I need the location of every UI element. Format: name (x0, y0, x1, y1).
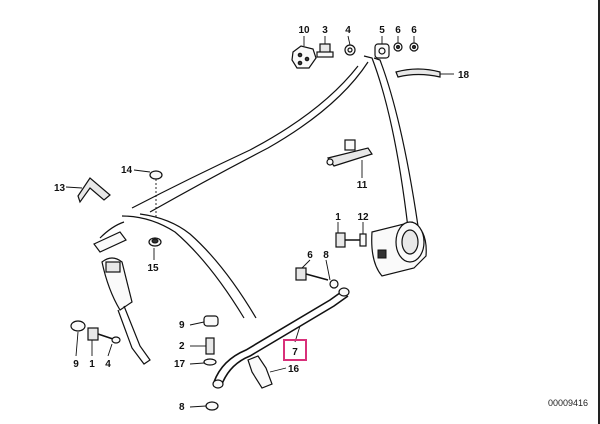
part-label-2[interactable]: 2 (179, 341, 185, 352)
anchor-bushing[interactable] (203, 315, 219, 327)
trim-bracket[interactable] (77, 177, 111, 204)
part-label-9[interactable]: 9 (179, 320, 185, 331)
part-label-17[interactable]: 17 (174, 359, 186, 370)
upper-anchor-cover[interactable] (291, 45, 317, 69)
belt-guide-clip[interactable] (93, 221, 127, 253)
retractor-bolt[interactable] (335, 232, 362, 248)
lower-anchor-rail[interactable] (212, 287, 350, 389)
part-label-5[interactable]: 5 (379, 25, 385, 36)
part-label-4[interactable]: 4 (345, 25, 351, 36)
belt-guide-pin[interactable] (149, 170, 163, 218)
buckle-anchor-bolt-left[interactable] (70, 320, 121, 344)
part-label-7[interactable]: 7 (292, 347, 298, 358)
upper-washer[interactable] (344, 44, 356, 56)
part-label-1[interactable]: 1 (89, 359, 95, 370)
leader-lines (65, 35, 454, 408)
part-label-6[interactable]: 6 (395, 25, 401, 36)
retractor-spacer[interactable] (359, 233, 367, 247)
part-label-18[interactable]: 18 (458, 70, 470, 81)
upper-washer-small-1[interactable] (393, 42, 403, 52)
part-label-4[interactable]: 4 (105, 359, 111, 370)
upper-anchor-bolt[interactable] (316, 43, 334, 58)
belt-webbing-upper (131, 55, 419, 229)
part-label-13[interactable]: 13 (54, 183, 66, 194)
guide-grommet[interactable] (148, 237, 162, 247)
retractor-reel[interactable] (371, 221, 427, 277)
part-label-8[interactable]: 8 (179, 402, 185, 413)
part-label-11[interactable]: 11 (357, 180, 368, 191)
belt-guide-cover[interactable] (395, 68, 441, 78)
upper-spacer[interactable] (374, 43, 390, 59)
selected-part-highlight (283, 339, 307, 361)
part-label-14[interactable]: 14 (121, 165, 133, 176)
part-label-10[interactable]: 10 (298, 25, 310, 36)
rail-end-cap[interactable] (247, 355, 273, 389)
lower-anchor-washer[interactable] (329, 279, 339, 289)
anchor-nut-lower[interactable] (205, 401, 219, 411)
part-label-6[interactable]: 6 (411, 25, 417, 36)
part-label-9[interactable]: 9 (73, 359, 79, 370)
part-label-15[interactable]: 15 (147, 263, 159, 274)
part-label-8[interactable]: 8 (323, 250, 329, 261)
part-label-3[interactable]: 3 (322, 25, 328, 36)
part-label-16[interactable]: 16 (288, 364, 300, 375)
part-label-1[interactable]: 1 (335, 212, 341, 223)
anchor-washer-lower[interactable] (203, 358, 217, 366)
buckle-stalk[interactable] (101, 257, 151, 365)
belt-height-adjuster[interactable] (326, 139, 373, 167)
belt-webbing-lower (121, 213, 257, 319)
part-label-12[interactable]: 12 (357, 212, 369, 223)
anchor-bolt-lower[interactable] (205, 337, 215, 355)
part-label-6[interactable]: 6 (307, 250, 313, 261)
catalog-number: 00009416 (548, 398, 588, 408)
upper-washer-small-2[interactable] (409, 42, 419, 52)
lower-anchor-bolt-right[interactable] (295, 267, 329, 281)
